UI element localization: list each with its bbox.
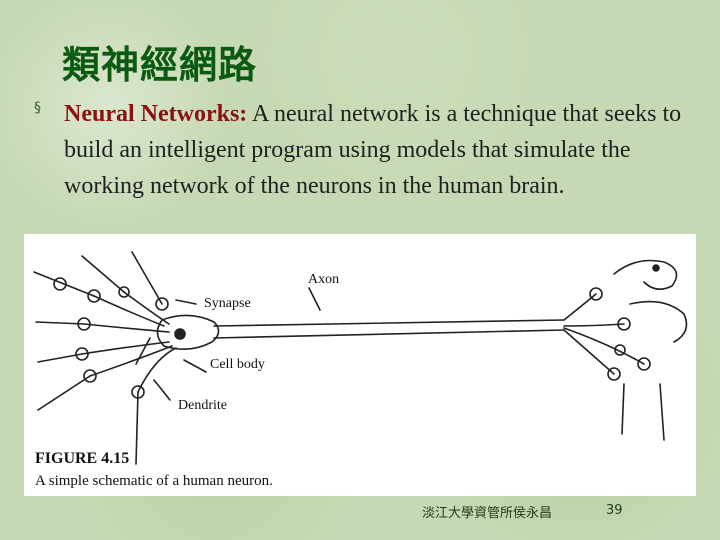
neural-networks-term: Neural Networks: bbox=[64, 101, 248, 127]
figure-caption-text: A simple schematic of a human neuron. bbox=[35, 473, 273, 489]
axon-label: Axon bbox=[308, 272, 340, 287]
dendrite-label: Dendrite bbox=[178, 398, 227, 413]
neuron-figure: Axon Synapse Cell body Dendrite FIGURE 4… bbox=[24, 234, 696, 496]
bullet-body: A neural network is a technique that see… bbox=[64, 101, 682, 199]
synapse-label: Synapse bbox=[204, 296, 251, 311]
page-number: 39 bbox=[606, 503, 623, 518]
square-bullet-icon: § bbox=[34, 100, 41, 116]
slide-title: 類神經網路 bbox=[62, 43, 258, 87]
bullet-item: § Neural Networks: A neural network is a… bbox=[34, 96, 694, 204]
bullet-text: Neural Networks: A neural network is a t… bbox=[64, 96, 694, 204]
cell-body-label: Cell body bbox=[210, 357, 265, 372]
footer-author: 淡江大學資管所侯永昌 bbox=[422, 506, 553, 521]
figure-caption-label: FIGURE 4.15 bbox=[35, 450, 130, 467]
neuron-diagram bbox=[33, 251, 688, 465]
